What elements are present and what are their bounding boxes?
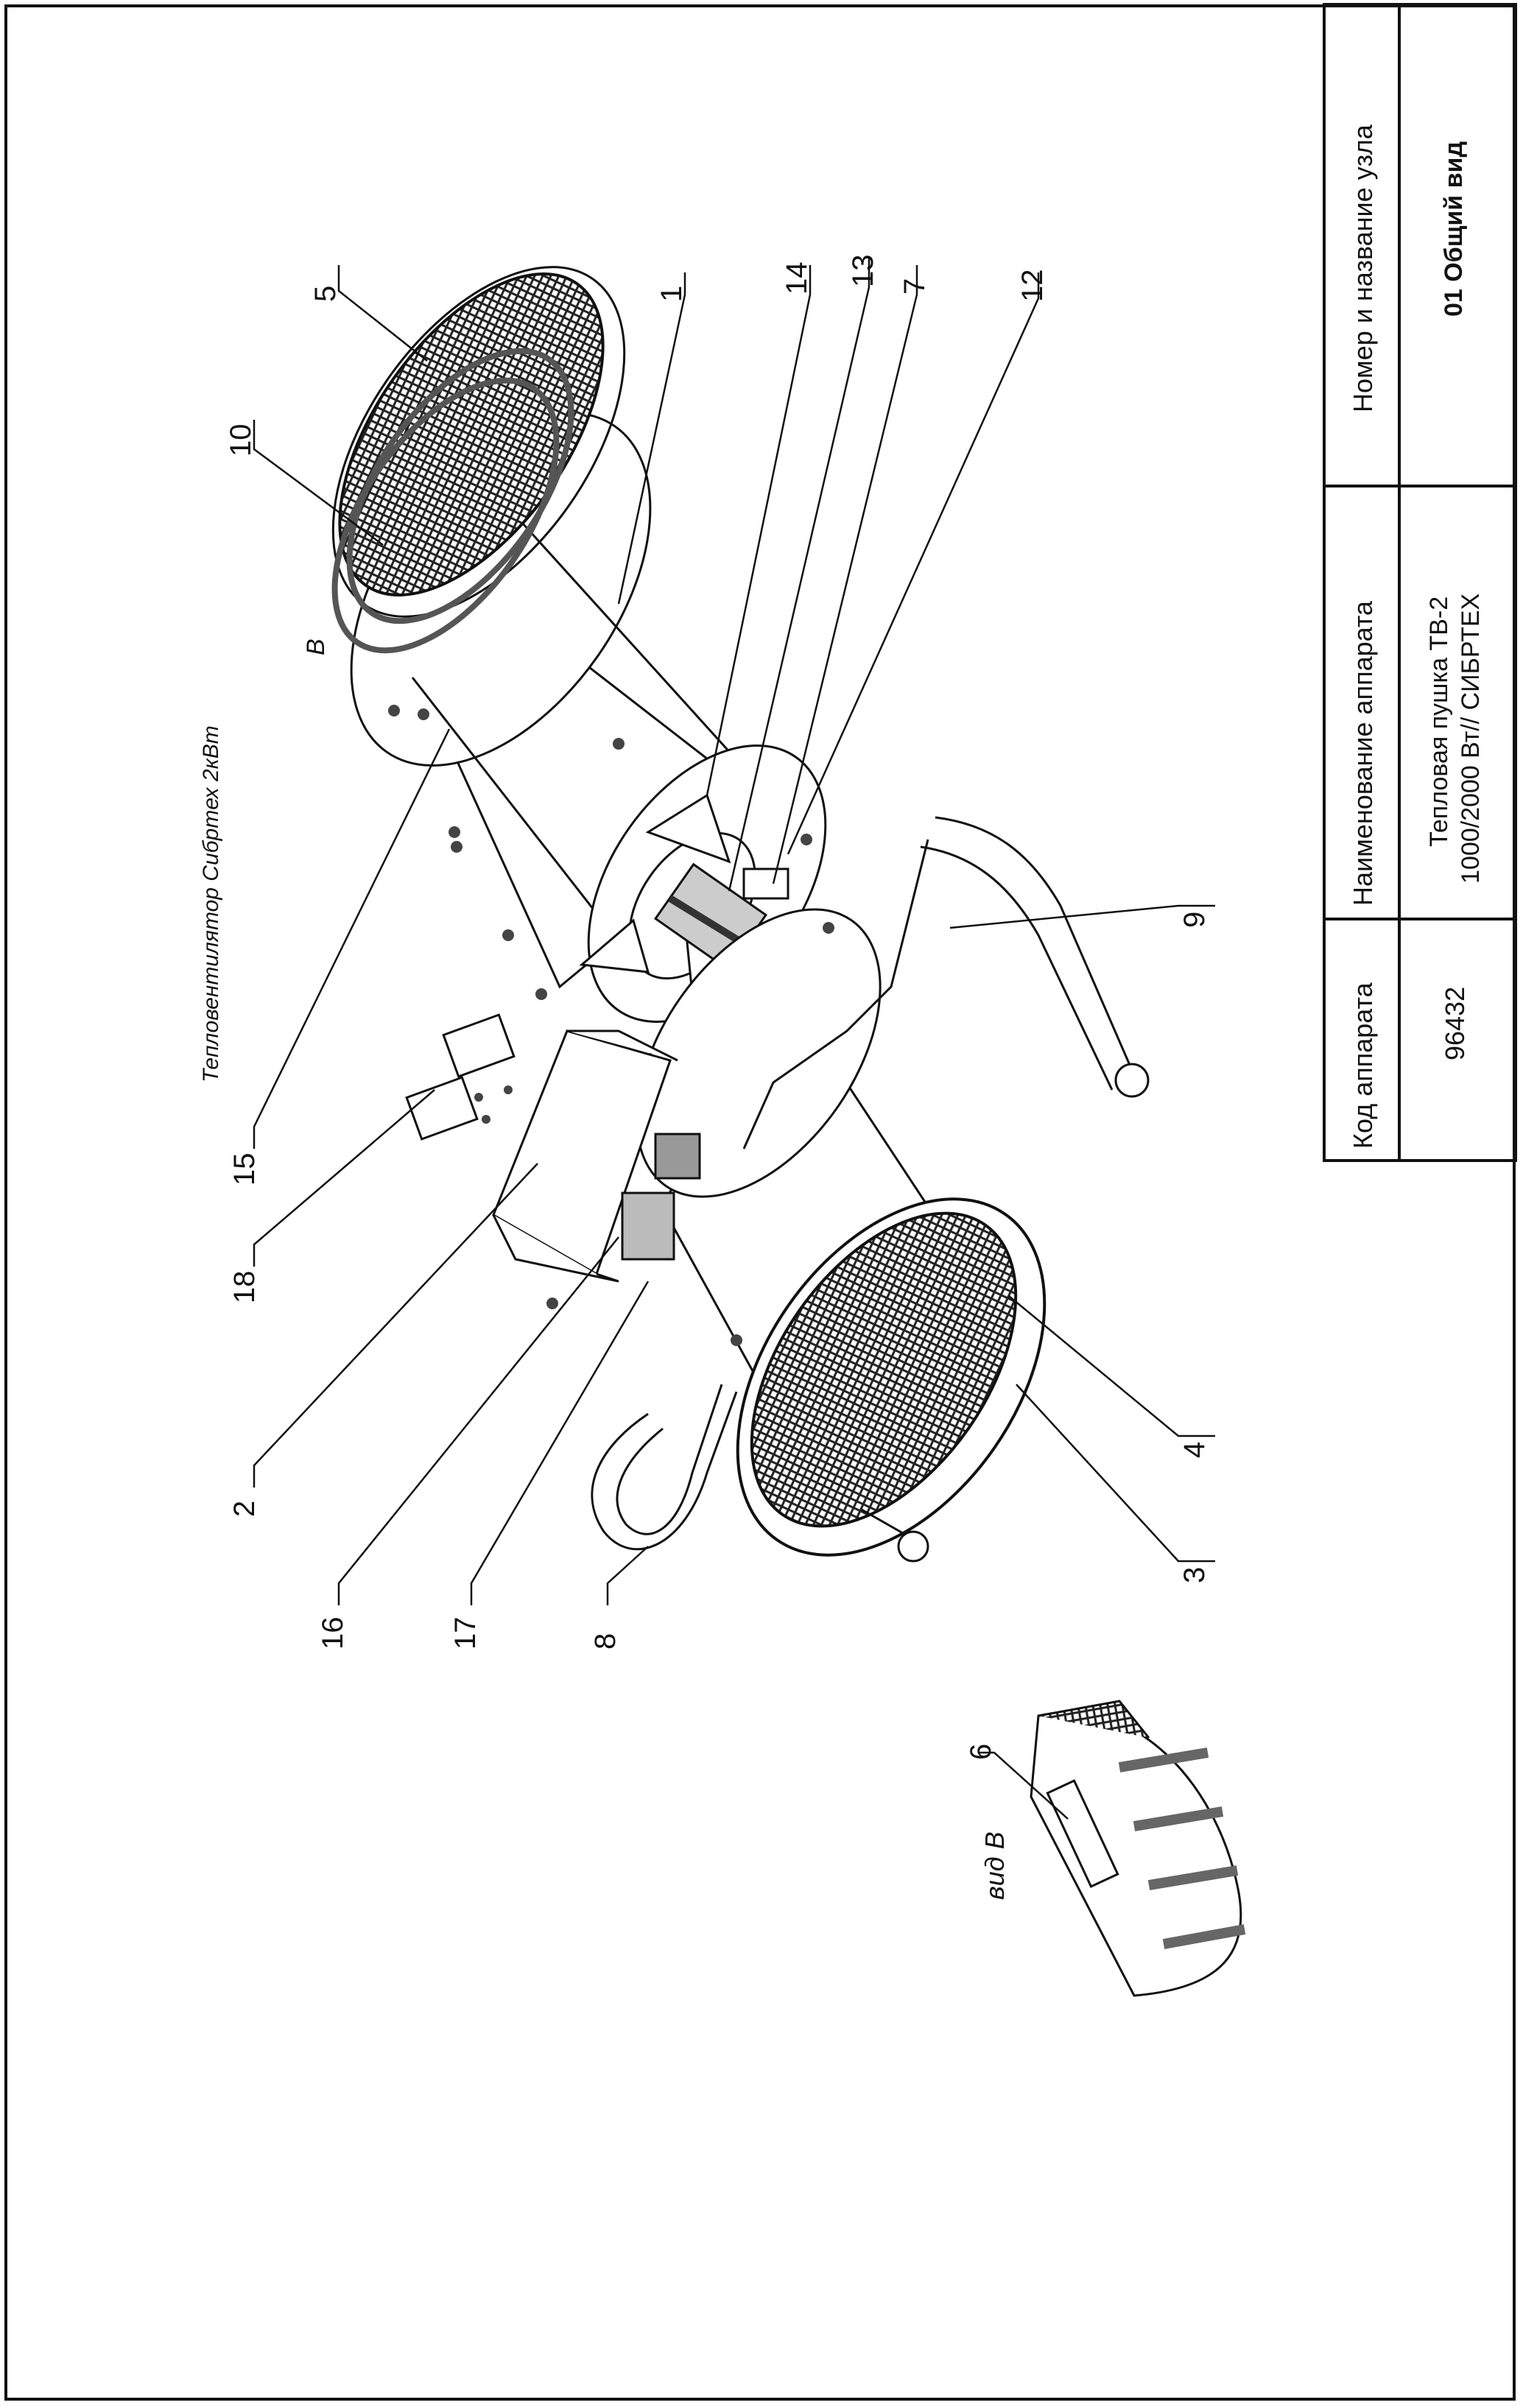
name-value-line2: 1000/2000 Вт// СИБРТЕХ <box>1457 593 1485 884</box>
callout-18: 18 <box>228 1270 261 1304</box>
callout-9: 9 <box>1178 911 1211 928</box>
callout-8: 8 <box>589 1633 622 1650</box>
unit-value: 01 Общий вид <box>1440 141 1468 317</box>
code-value: 96432 <box>1440 986 1470 1060</box>
callout-1: 1 <box>655 285 688 302</box>
callout-7: 7 <box>898 278 931 295</box>
support-stand <box>591 1384 929 1563</box>
name-value-line1: Тепловая пушка ТВ-2 <box>1425 596 1453 847</box>
knobs <box>405 1013 516 1141</box>
inset-view-b <box>1030 1700 1246 1997</box>
rear-grill <box>331 266 626 654</box>
callout-12: 12 <box>1016 269 1049 303</box>
title-block <box>1323 3 1517 1162</box>
callout-2: 2 <box>228 1500 261 1517</box>
carry-handle <box>742 805 1150 1150</box>
callout-15: 15 <box>228 1152 261 1186</box>
code-header: Код аппарата <box>1348 982 1378 1149</box>
callout-14: 14 <box>781 261 813 295</box>
view-marker: В <box>302 638 330 655</box>
control-box <box>492 1029 701 1283</box>
callout-4: 4 <box>1178 1441 1211 1458</box>
screws <box>388 705 834 1346</box>
callout-6: 6 <box>965 1743 997 1760</box>
callout-5: 5 <box>309 285 342 302</box>
callout-10: 10 <box>225 423 257 457</box>
callout-17: 17 <box>449 1616 482 1650</box>
callout-16: 16 <box>317 1616 349 1650</box>
drawing-sheet <box>4 4 1516 2401</box>
drawing-title: Тепловентилятор Сибртех 2кВт <box>199 725 223 1082</box>
unit-header: Номер и название узла <box>1348 124 1378 412</box>
callout-3: 3 <box>1178 1566 1211 1583</box>
inset-title: вид В <box>979 1831 1010 1900</box>
leader-lines <box>253 258 1215 1820</box>
front-grill <box>736 1197 1047 1557</box>
callout-13: 13 <box>847 254 879 288</box>
name-header: Наименование аппарата <box>1348 601 1378 906</box>
